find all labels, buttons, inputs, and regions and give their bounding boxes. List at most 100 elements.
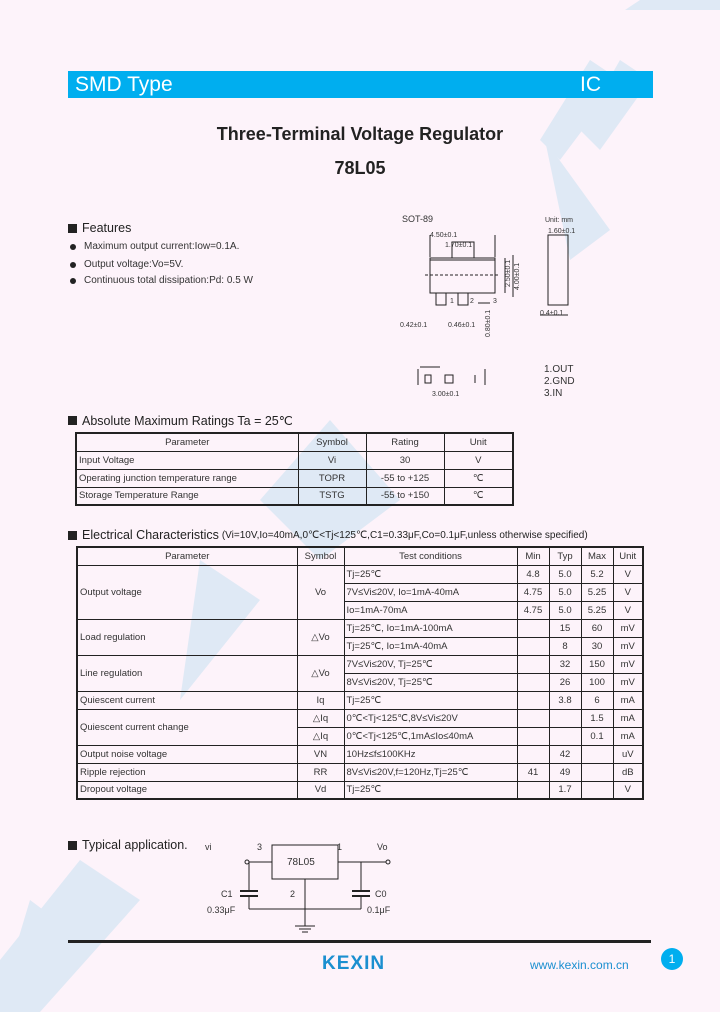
svg-text:1.60±0.1: 1.60±0.1 xyxy=(548,228,575,235)
table-cell: mA xyxy=(612,726,644,746)
table-cell: V xyxy=(443,450,514,470)
svg-text:3: 3 xyxy=(257,842,262,852)
page-number: 1 xyxy=(661,948,683,970)
table-cell xyxy=(580,780,614,800)
svg-text:2: 2 xyxy=(470,298,474,305)
svg-text:4.00±0.1: 4.00±0.1 xyxy=(514,263,521,290)
application-heading: Typical application. xyxy=(68,838,188,852)
svg-text:2.50±0.1: 2.50±0.1 xyxy=(505,260,512,287)
table-cell: mV xyxy=(612,636,644,656)
table-cell: mV xyxy=(612,654,644,674)
table-cell: Ripple rejection xyxy=(76,762,298,782)
svg-text:1: 1 xyxy=(337,842,342,852)
table-cell: Load regulation xyxy=(76,618,298,656)
table-cell: V xyxy=(612,582,644,602)
table-cell: mV xyxy=(612,672,644,692)
table-cell: 30 xyxy=(365,450,445,470)
table-cell xyxy=(516,672,550,692)
table-cell: -55 to +150 xyxy=(365,486,445,506)
svg-text:3: 3 xyxy=(493,298,497,305)
table-cell: 3.8 xyxy=(548,690,582,710)
table-cell: △Iq xyxy=(296,726,345,746)
svg-text:0.80±0.1: 0.80±0.1 xyxy=(485,310,492,337)
table-cell: 8 xyxy=(548,636,582,656)
feature-item: Output voltage:Vo=5V. xyxy=(70,259,183,270)
svg-text:Vo: Vo xyxy=(377,842,388,852)
table-cell: Iq xyxy=(296,690,345,710)
table-cell: 5.25 xyxy=(580,582,614,602)
table-cell: 6 xyxy=(580,690,614,710)
svg-text:0.4±0.1: 0.4±0.1 xyxy=(540,310,563,317)
table-cell xyxy=(580,744,614,764)
table-cell: Input Voltage xyxy=(75,450,299,470)
table-cell: Min xyxy=(516,546,550,566)
svg-text:SOT-89: SOT-89 xyxy=(402,214,433,224)
table-cell: V xyxy=(612,564,644,584)
feature-item: Maximum output current:Iow=0.1A. xyxy=(70,241,239,252)
table-cell: Tj=25℃, Io=1mA-100mA xyxy=(343,618,518,638)
table-cell: Quiescent current change xyxy=(76,708,298,746)
table-cell: 5.25 xyxy=(580,600,614,620)
table-cell: 0℃<Tj<125℃,1mA≤Io≤40mA xyxy=(343,726,518,746)
table-cell: mV xyxy=(612,618,644,638)
table-cell: 10Hz≤f≤100KHz xyxy=(343,744,518,764)
table-cell: Operating junction temperature range xyxy=(75,468,299,488)
table-cell: Tj=25℃, Io=1mA-40mA xyxy=(343,636,518,656)
svg-text:vi: vi xyxy=(205,842,212,852)
category-label: IC xyxy=(580,73,601,96)
table-cell: Quiescent current xyxy=(76,690,298,710)
table-cell: 7V≤Vi≤20V, Tj=25℃ xyxy=(343,654,518,674)
table-cell: TSTG xyxy=(297,486,367,506)
table-cell xyxy=(548,726,582,746)
table-cell: TOPR xyxy=(297,468,367,488)
table-cell: 1.5 xyxy=(580,708,614,728)
table-cell: 5.0 xyxy=(548,582,582,602)
website-link[interactable]: www.kexin.com.cn xyxy=(530,958,629,972)
kexin-logo: KEXIN xyxy=(322,953,386,974)
table-cell: Tj=25℃ xyxy=(343,780,518,800)
table-cell: -55 to +125 xyxy=(365,468,445,488)
table-cell: Typ xyxy=(548,546,582,566)
table-cell xyxy=(516,654,550,674)
table-cell: Parameter xyxy=(75,432,299,452)
table-cell: Storage Temperature Range xyxy=(75,486,299,506)
table-cell: 42 xyxy=(548,744,582,764)
table-cell: mA xyxy=(612,690,644,710)
table-cell: ℃ xyxy=(443,468,514,488)
table-cell: 0℃<Tj<125℃,8V≤Vi≤20V xyxy=(343,708,518,728)
features-heading: Features xyxy=(68,221,131,235)
svg-text:4.50±0.1: 4.50±0.1 xyxy=(430,232,457,239)
abs-max-heading: Absolute Maximum Ratings Ta = 25℃ xyxy=(68,413,293,428)
svg-text:Unit: mm: Unit: mm xyxy=(545,217,573,224)
table-cell: Symbol xyxy=(297,432,367,452)
table-cell: V xyxy=(612,600,644,620)
table-cell: 30 xyxy=(580,636,614,656)
table-cell: Tj=25℃ xyxy=(343,564,518,584)
table-cell: uV xyxy=(612,744,644,764)
svg-text:0.46±0.1: 0.46±0.1 xyxy=(448,322,475,329)
table-cell: Rating xyxy=(365,432,445,452)
svg-text:0.33μF: 0.33μF xyxy=(207,905,236,915)
table-cell: V xyxy=(612,780,644,800)
header-banner: SMD Type IC xyxy=(68,71,653,98)
table-cell: Vd xyxy=(296,780,345,800)
table-cell: 4.75 xyxy=(516,582,550,602)
table-cell: Vo xyxy=(296,564,345,620)
elec-heading: Electrical Characteristics(Vi=10V,Io=40m… xyxy=(68,528,588,542)
table-cell: 4.75 xyxy=(516,600,550,620)
